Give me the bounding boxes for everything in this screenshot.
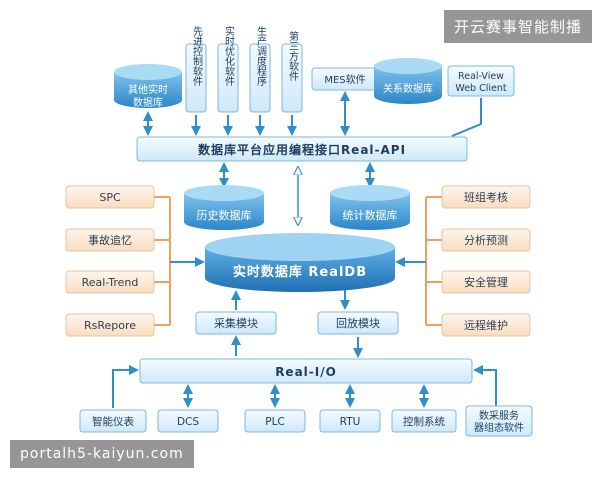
collect-module-label: 采集模块 bbox=[214, 316, 258, 330]
watermark-top: 开云赛事智能制播 bbox=[443, 10, 592, 43]
right-tool-team-label: 班组考核 bbox=[464, 190, 508, 204]
realview-line2: Web Client bbox=[455, 83, 507, 94]
left-tool-accident-label: 事故追忆 bbox=[88, 233, 132, 247]
device-rtu-label: RTU bbox=[340, 416, 361, 428]
realdb-label: 实时数据库 RealDB bbox=[233, 264, 367, 280]
device-dcs-label: DCS bbox=[177, 416, 199, 428]
device-control-system: 控制系统 bbox=[391, 409, 457, 433]
device-arrows bbox=[112, 365, 497, 408]
top-arrows bbox=[143, 91, 482, 137]
realview-web-client-box: Real-View Web Client bbox=[447, 65, 515, 97]
playback-module-label: 回放模块 bbox=[336, 316, 380, 330]
real-api-bar: 数据库平台应用编程接口Real-API bbox=[136, 136, 468, 162]
collect-module: 采集模块 bbox=[195, 311, 277, 335]
device-plc-label: PLC bbox=[265, 416, 285, 428]
third-party-label: 第三方软件 bbox=[287, 30, 299, 82]
history-db-label: 历史数据库 bbox=[197, 208, 252, 222]
left-tool-real-trend-label: Real-Trend bbox=[82, 276, 139, 289]
advanced-control-box: 先进控制软件 bbox=[185, 26, 207, 113]
left-tool-rsrepore-label: RsRepore bbox=[84, 319, 136, 332]
realdb-main: 实时数据库 RealDB bbox=[205, 233, 395, 292]
device-daq-line2: 器组态软件 bbox=[474, 421, 524, 434]
device-dcs: DCS bbox=[157, 409, 219, 433]
real-io-bar: Real-I/O bbox=[139, 358, 473, 384]
right-tool-remote: 远程维护 bbox=[441, 313, 531, 337]
realview-line1: Real-View bbox=[458, 71, 504, 82]
other-realtime-db: 其他实时 数据库 bbox=[114, 64, 182, 109]
realtime-optimization-box: 实时优化软件 bbox=[217, 25, 239, 113]
right-tool-safety-label: 安全管理 bbox=[464, 275, 508, 289]
left-connector bbox=[154, 196, 205, 326]
real-api-label: 数据库平台应用编程接口Real-API bbox=[198, 142, 406, 157]
right-tool-analysis-label: 分析预测 bbox=[464, 233, 508, 247]
relational-db-label: 关系数据库 bbox=[383, 82, 433, 95]
history-db: 历史数据库 bbox=[184, 185, 264, 230]
device-daq-line1: 数采服务 bbox=[479, 409, 519, 422]
advanced-control-label: 先进控制软件 bbox=[191, 26, 203, 87]
device-control-system-label: 控制系统 bbox=[403, 415, 445, 428]
left-tool-spc: SPC bbox=[65, 185, 155, 209]
other-db-line1: 其他实时 bbox=[128, 83, 168, 96]
mes-label: MES软件 bbox=[324, 73, 365, 86]
realtime-optimization-label: 实时优化软件 bbox=[223, 25, 235, 87]
right-tool-safety: 安全管理 bbox=[441, 270, 531, 294]
right-tool-analysis: 分析预测 bbox=[441, 228, 531, 252]
real-io-label: Real-I/O bbox=[275, 365, 337, 379]
device-smart-meter: 智能仪表 bbox=[79, 409, 147, 433]
left-tool-spc-label: SPC bbox=[99, 191, 121, 204]
mes-box: MES软件 bbox=[311, 67, 379, 91]
production-scheduling-label: 生产调度程序 bbox=[255, 25, 267, 87]
third-party-box: 第三方软件 bbox=[281, 30, 303, 113]
device-plc: PLC bbox=[244, 409, 306, 433]
realdb-module-arrows bbox=[231, 290, 350, 310]
playback-module: 回放模块 bbox=[317, 311, 399, 335]
device-data-acquisition-server: 数采服务 器组态软件 bbox=[465, 405, 533, 437]
device-smart-meter-label: 智能仪表 bbox=[92, 415, 134, 428]
watermark-bottom: portalh5-kaiyun.com bbox=[10, 440, 194, 468]
api-down-arrows bbox=[219, 162, 375, 188]
module-io-arrows bbox=[231, 335, 363, 358]
stats-db-label: 统计数据库 bbox=[343, 208, 398, 222]
other-db-line2: 数据库 bbox=[133, 96, 163, 109]
right-tool-team-assessment: 班组考核 bbox=[441, 185, 531, 209]
left-tool-real-trend: Real-Trend bbox=[65, 270, 155, 294]
stats-db: 统计数据库 bbox=[330, 185, 410, 230]
device-rtu: RTU bbox=[319, 409, 381, 433]
left-tool-rsrepore: RsRepore bbox=[65, 313, 155, 337]
relational-db: 关系数据库 bbox=[374, 58, 442, 104]
production-scheduling-box: 生产调度程序 bbox=[249, 25, 271, 113]
right-connector bbox=[395, 196, 442, 326]
right-tool-remote-label: 远程维护 bbox=[464, 318, 508, 332]
left-tool-accident-recall: 事故追忆 bbox=[65, 228, 155, 252]
